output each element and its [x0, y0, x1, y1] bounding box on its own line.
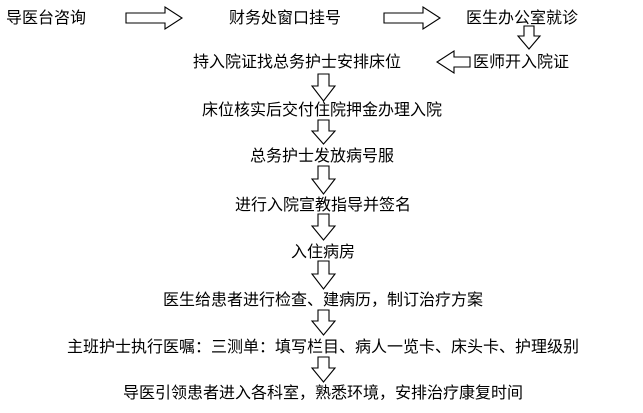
arrow-right-2	[383, 5, 442, 31]
step-examination-plan: 医生给患者进行检查、建病历，制订治疗方案	[162, 290, 484, 309]
arrow-down-8	[310, 213, 337, 241]
step-admission-education: 进行入院宣教指导并签名	[234, 195, 412, 214]
arrow-down-5	[310, 73, 337, 102]
arrow-down-6	[310, 119, 337, 145]
step-finance-registration: 财务处窗口挂号	[229, 8, 342, 27]
step-doctor-office-visit: 医生办公室就诊	[466, 8, 579, 27]
arrow-right-1	[125, 5, 184, 31]
arrow-down-9	[310, 260, 337, 290]
arrow-down-7	[310, 165, 337, 195]
step-enter-ward: 入住病房	[290, 242, 356, 261]
arrow-down-11	[310, 356, 337, 383]
arrow-left-4	[435, 49, 471, 75]
step-bed-arrangement: 持入院证找总务护士安排床位	[192, 52, 402, 71]
step-admission-certificate: 医师开入院证	[473, 52, 570, 71]
step-patient-clothing: 总务护士发放病号服	[249, 146, 395, 165]
step-guide-desk-consult: 导医台咨询	[6, 8, 87, 27]
step-deposit-admission: 床位核实后交付住院押金办理入院	[201, 100, 443, 119]
step-nurse-orders: 主班护士执行医嘱：三测单：填写栏目、病人一览卡、床头卡、护理级别	[66, 337, 580, 356]
arrow-down-10	[310, 309, 337, 336]
step-guide-orientation: 导医引领患者进入各科室，熟悉环境，安排治疗康复时间	[122, 383, 524, 402]
arrow-down-3	[516, 25, 542, 50]
